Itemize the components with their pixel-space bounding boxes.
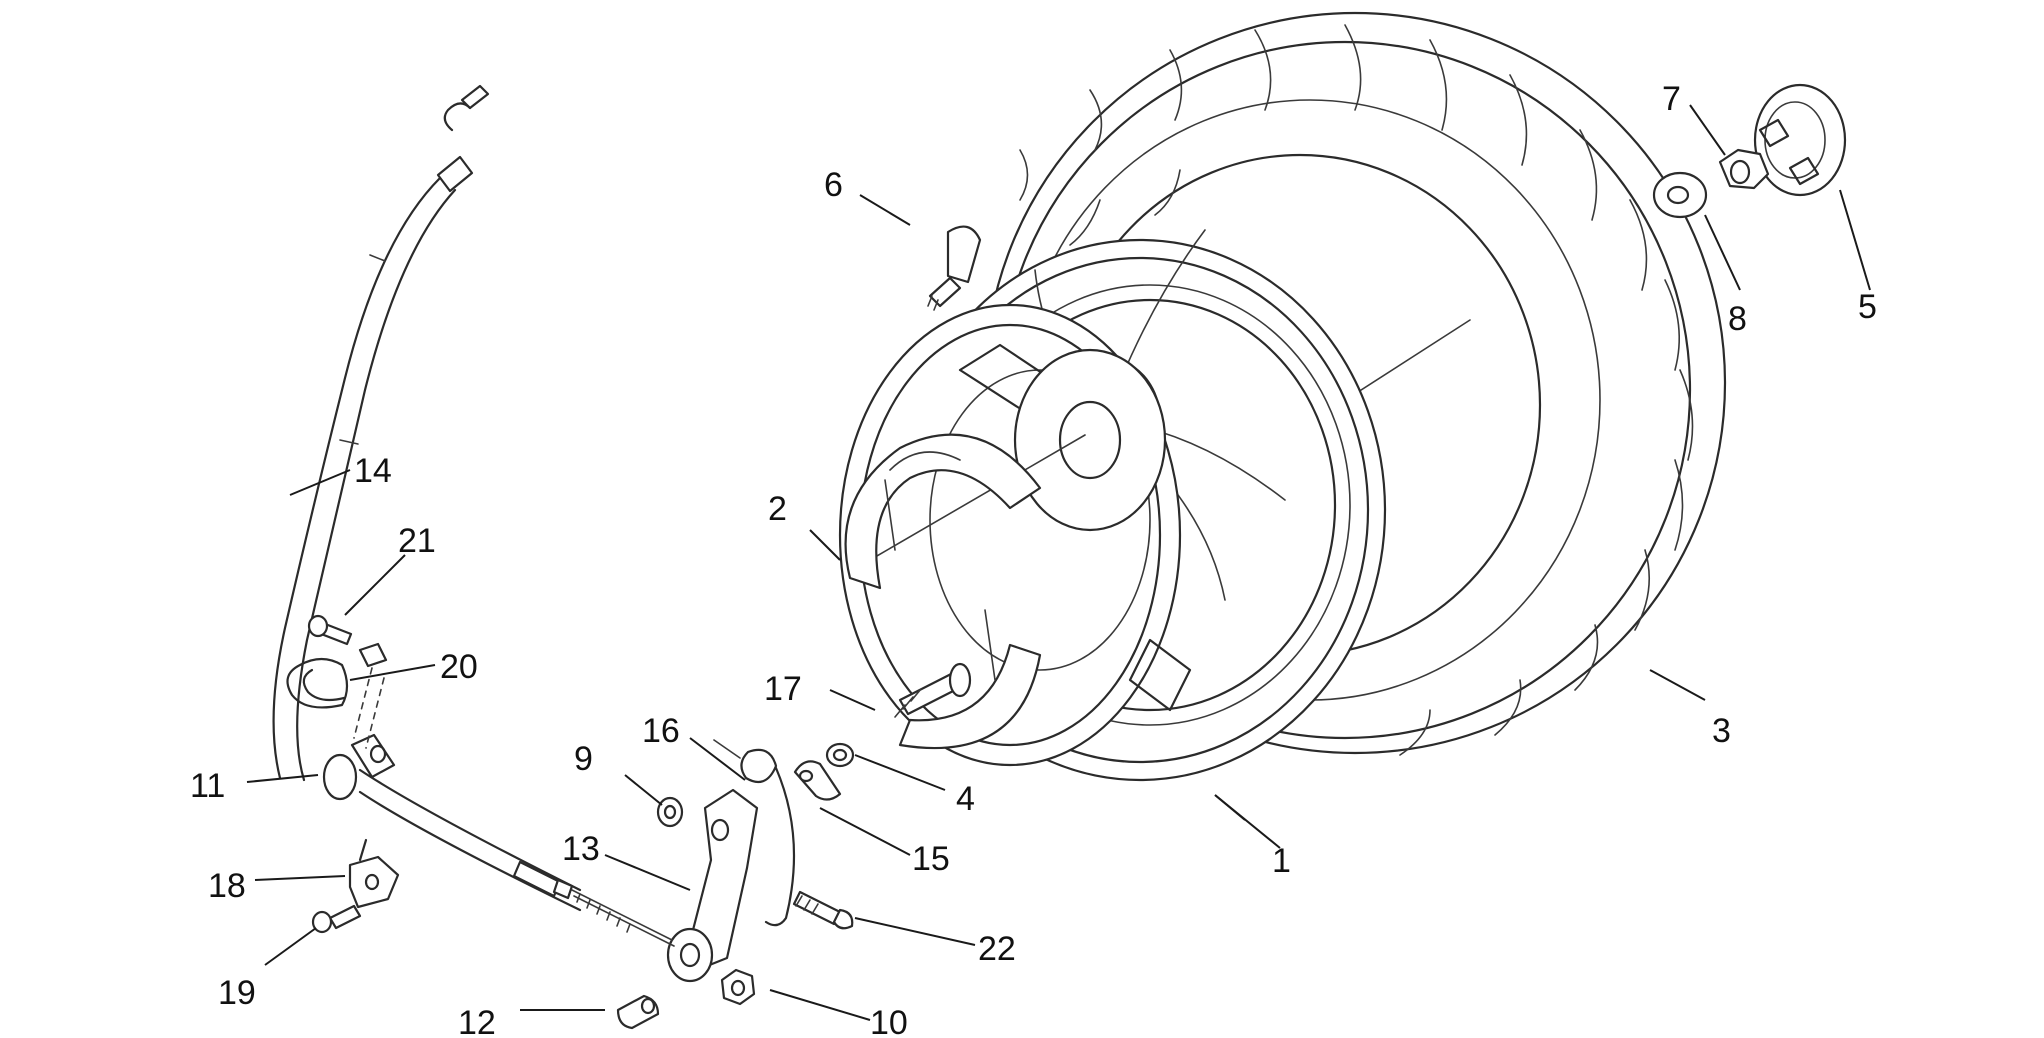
- callout-4: 4: [956, 780, 975, 818]
- leader-lines: [246, 104, 1871, 1021]
- callout-8: 8: [1728, 300, 1747, 338]
- nut-part-9: [656, 796, 684, 828]
- callout-9: 9: [574, 740, 593, 778]
- spring-part-16: [713, 739, 796, 927]
- screw-part-21: [307, 614, 353, 646]
- brake-cam-part-17: [894, 662, 972, 718]
- callout-18: 18: [208, 867, 246, 905]
- washer-part-8: [1652, 171, 1708, 219]
- screw-part-19: [311, 904, 362, 934]
- callout-17: 17: [764, 670, 802, 708]
- callout-16: 16: [642, 712, 680, 750]
- callout-11: 11: [190, 767, 225, 805]
- callout-labels: 1 2 3 4 5 6 7 8 9 10 11 12 13 14 15 16 1…: [190, 80, 1877, 1038]
- callout-3: 3: [1712, 712, 1731, 750]
- bracket-part-18: [348, 838, 400, 909]
- plate-part-15: [793, 760, 842, 801]
- callout-2: 2: [768, 490, 787, 528]
- callout-20: 20: [440, 648, 478, 686]
- callout-14: 14: [354, 452, 392, 490]
- callout-21: 21: [398, 522, 436, 560]
- axle-nut-part-7: [1718, 148, 1770, 190]
- callout-5: 5: [1858, 288, 1877, 326]
- nut-part-10: [720, 968, 756, 1006]
- brake-shoes-part-2: [844, 433, 1042, 750]
- valve-part-6: [927, 225, 982, 311]
- cable-bracket-part-11: [322, 733, 396, 801]
- callout-10: 10: [870, 1004, 908, 1038]
- bolt-part-22: [792, 890, 854, 930]
- pin-part-12: [616, 994, 660, 1030]
- brake-cable-part-14: [272, 84, 675, 947]
- callout-19: 19: [218, 974, 256, 1012]
- callout-1: 1: [1272, 842, 1291, 880]
- callout-6: 6: [824, 166, 843, 204]
- brake-drum: [838, 303, 1192, 767]
- hub-cap-part-5: [1753, 83, 1847, 197]
- brake-lever-part-13: [666, 788, 759, 983]
- callout-22: 22: [978, 930, 1016, 968]
- callout-7: 7: [1662, 80, 1681, 118]
- callout-12: 12: [458, 1004, 496, 1038]
- clamp-part-20: [286, 642, 388, 749]
- washer-part-4: [825, 742, 855, 768]
- callout-15: 15: [912, 840, 950, 878]
- callout-13: 13: [562, 830, 600, 868]
